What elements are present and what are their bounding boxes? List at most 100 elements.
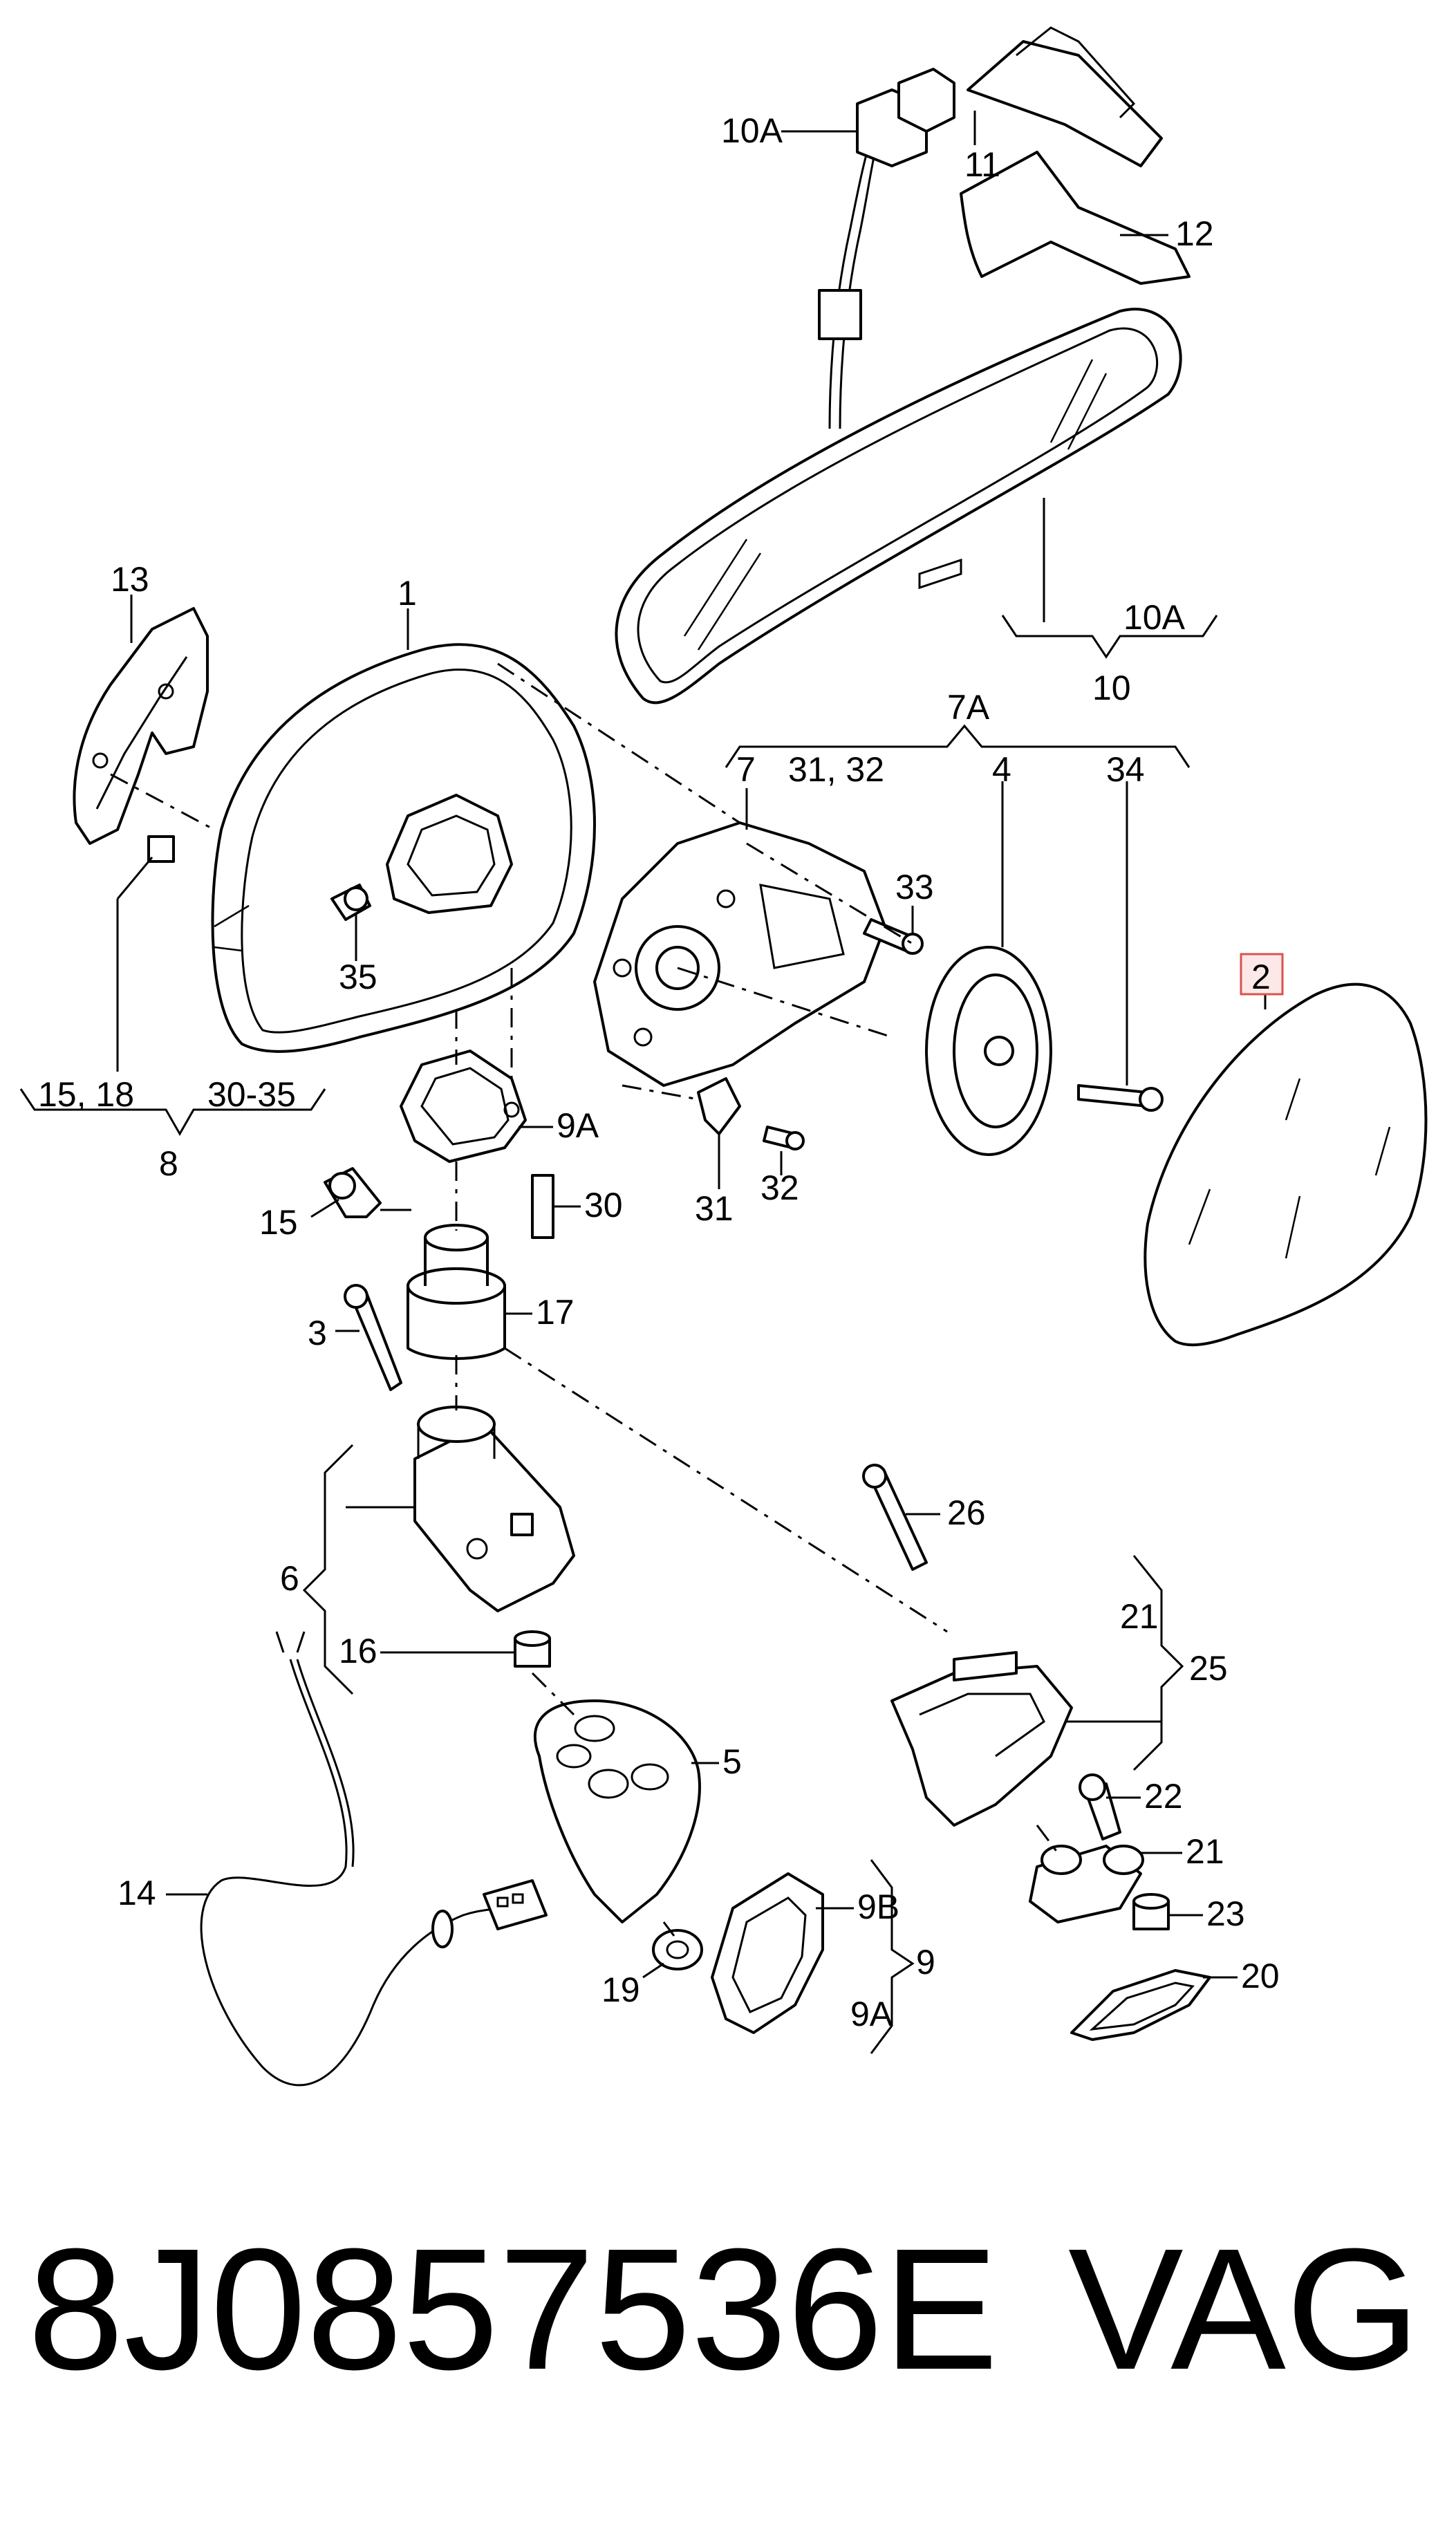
callout-35: 35 [339, 958, 377, 996]
callout-33: 33 [895, 868, 934, 906]
mount-base-25-collar [953, 1651, 1018, 1681]
glass-reflection [1049, 359, 1094, 443]
assembly-line [497, 662, 740, 824]
callout-20: 20 [1241, 1957, 1280, 1995]
grommet-19 [652, 1929, 703, 1970]
assembly-line [662, 1921, 675, 1937]
mirror-cable [828, 138, 872, 429]
housing-seal [386, 794, 513, 914]
callout-14: 14 [118, 1874, 156, 1912]
glass-reflection [1285, 1078, 1301, 1121]
callout-3: 3 [308, 1314, 327, 1352]
interior-mirror-housing [615, 308, 1182, 705]
callout-31-32: 31, 32 [788, 750, 884, 789]
housing-edge [214, 904, 250, 928]
callout-23: 23 [1206, 1894, 1245, 1933]
mount-base-25 [890, 1665, 1073, 1827]
mount-assembly [310, 1050, 581, 1360]
cable-14-connector [483, 1879, 548, 1930]
callout-13: 13 [111, 560, 149, 599]
motor-6-ring [417, 1406, 496, 1443]
bracket-6 [302, 1444, 354, 1695]
assembly-line [1036, 1825, 1059, 1854]
base-5 [534, 1699, 701, 1923]
cable-clip [818, 289, 862, 340]
part-number: 8J0857536E [28, 2212, 999, 2405]
screw-35-head [344, 886, 368, 911]
mirror-glass-2 [1144, 982, 1428, 1347]
assembly-line [746, 842, 913, 945]
callout-8: 8 [159, 1144, 178, 1183]
assembly-line [110, 773, 215, 831]
glass-reflection [1285, 1195, 1301, 1259]
callout-1: 1 [398, 574, 417, 613]
clip-15-18 [147, 835, 175, 863]
leader-15 [310, 1198, 339, 1218]
seal-20 [1070, 1969, 1211, 2041]
glass-reflection [1188, 1188, 1211, 1245]
motor-6 [413, 1423, 575, 1612]
bracket-7a [725, 724, 1191, 768]
glass-reflection [697, 552, 762, 651]
callout-15-18: 15, 18 [38, 1075, 134, 1114]
assembly-line [504, 1347, 948, 1633]
callout-15: 15 [259, 1203, 298, 1242]
mirror-cable [839, 138, 879, 429]
callout-7: 7 [736, 750, 756, 789]
bracket-8 [19, 1088, 326, 1137]
cover-part-11 [967, 40, 1163, 167]
interior-mirror-glass [637, 327, 1159, 684]
screw-34 [1077, 1084, 1149, 1108]
callout-5: 5 [722, 1742, 742, 1781]
cable-grommet [431, 1910, 454, 1948]
part-caption: 8J0857536E VAG [0, 2206, 1456, 2413]
wiring-harness-14 [166, 1631, 548, 2087]
clip-31 [697, 1077, 741, 1135]
cover-part-11-detail [1016, 26, 1136, 119]
motor-assembly [302, 1284, 575, 1695]
assembly-line [622, 1084, 699, 1101]
mirror-housing-assembly [211, 608, 596, 1053]
housing-inner-rim [241, 668, 572, 1034]
bracket-10 [1001, 615, 1218, 659]
callout-22: 22 [1144, 1777, 1183, 1816]
callout-10: 10 [1092, 669, 1131, 707]
glass-reflection [683, 539, 748, 637]
callout-25: 25 [1189, 1649, 1228, 1688]
mirror-sensor-window [918, 558, 962, 590]
callout-32: 32 [760, 1168, 799, 1207]
brand-name: VAG [1068, 2212, 1421, 2405]
callout-34: 34 [1106, 750, 1145, 789]
bracket-25 [1132, 1555, 1184, 1771]
highlight-box-2 [1240, 953, 1284, 996]
callout-19: 19 [601, 1970, 640, 2009]
callout-4: 4 [992, 750, 1011, 789]
interior-mirror-assembly [615, 26, 1218, 705]
bracket-9 [870, 1859, 915, 2054]
callout-10a-bottom: 10A [1123, 598, 1186, 637]
callout-11: 11 [964, 145, 1000, 184]
cover-part-12 [960, 151, 1191, 285]
cover-9b [711, 1872, 824, 2034]
callout-17: 17 [536, 1293, 575, 1332]
callout-9b: 9B [857, 1887, 899, 1926]
leader-15-18 [116, 857, 153, 899]
glass-reflection [1067, 373, 1108, 450]
callout-9a-bottom: 9A [850, 1995, 893, 2033]
callout-6: 6 [280, 1559, 299, 1598]
housing-edge [214, 946, 243, 952]
bracket-13-assembly [19, 595, 326, 1137]
motor-6-terminal [510, 1513, 534, 1536]
assembly-line [531, 1672, 575, 1716]
connector-10a-plug [897, 68, 955, 133]
seal-9a [400, 1050, 527, 1163]
mirror-carrier-assembly [593, 724, 1191, 1189]
callout-30: 30 [584, 1186, 623, 1224]
callout-9a-top: 9A [557, 1106, 599, 1145]
screw-30 [531, 1174, 554, 1239]
callout-7a: 7A [947, 688, 990, 727]
callout-31: 31 [695, 1189, 734, 1228]
cable-14 [200, 1659, 526, 2087]
glass-reflection [1374, 1126, 1391, 1176]
callout-30-35: 30-35 [207, 1075, 296, 1114]
